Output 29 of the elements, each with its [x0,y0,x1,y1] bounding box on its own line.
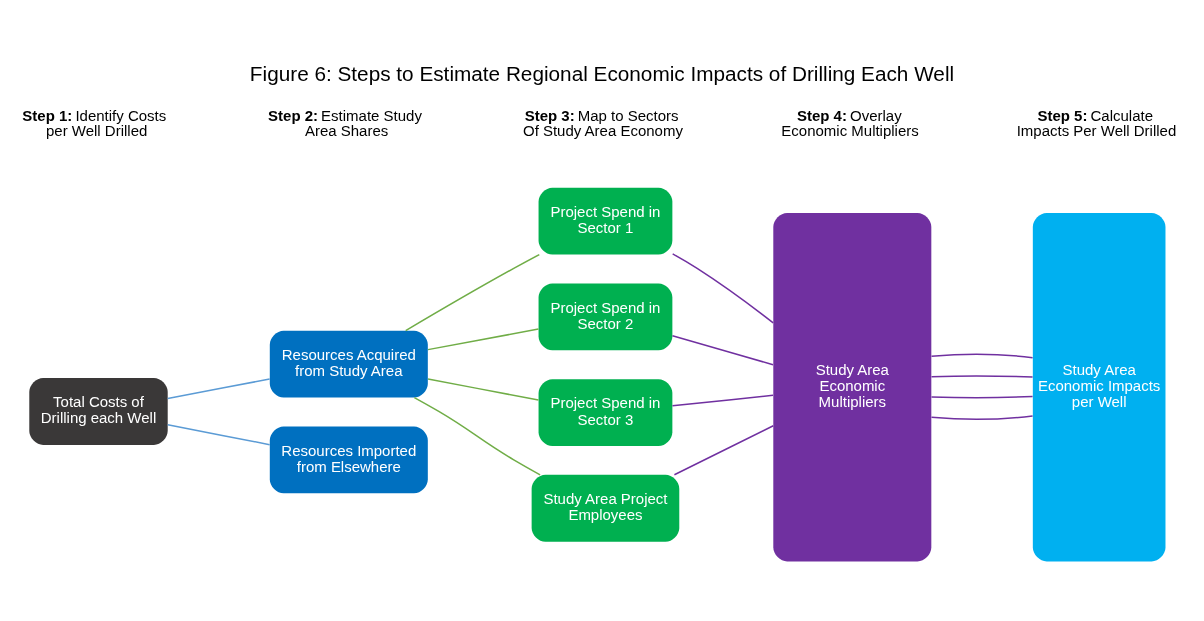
label: Step 3: Map to Sectors Of Study Area Economy [522,107,683,140]
connector [427,328,540,351]
node-box: Project Spend in Sector 2 [538,283,673,351]
connector [413,396,541,476]
connector [671,394,774,407]
connector [930,415,1034,420]
label: Step 1: Identify Costs per Well Drilled [22,107,167,140]
node-box: Resources Acquired from Study Area [269,330,428,398]
connector [427,378,540,401]
label: Step 2: Estimate Study Area Shares [268,107,422,140]
connector [671,253,774,324]
connector [930,395,1034,399]
connector [404,253,541,332]
node-box: Project Spend in Sector 1 [538,187,673,255]
connector [167,424,271,446]
node-box: Project Spend in Sector 3 [538,379,673,447]
label: Step 4: Overlay Economic Multipliers [781,107,919,140]
connector [671,335,774,366]
connector [673,425,775,476]
node-box: Resources Imported from Elsewhere [269,426,428,494]
connector [930,353,1034,359]
node-box: Total Costs of Drilling each Well [29,378,168,445]
node-box: Study Area Project Employees [531,474,680,542]
connector [167,378,271,400]
diagram-title: Figure 6: Steps to Estimate Regional Economic Impacts of Drilling Each Well [249,61,955,85]
node-box: Study Area Economic Multipliers [773,213,932,562]
label: Step 5: Calculate Impacts Per Well Drilled [1016,107,1177,140]
node-box: Study Area Economic Impacts per Well [1032,213,1166,562]
connector [930,375,1034,378]
